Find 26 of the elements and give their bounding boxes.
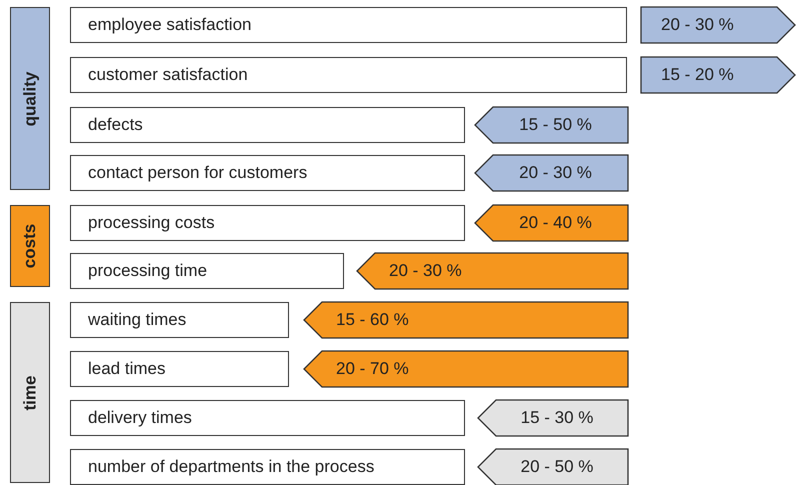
factor-box: customer satisfaction bbox=[70, 57, 627, 93]
factor-box: processing time bbox=[70, 253, 344, 289]
category-label: time bbox=[20, 375, 40, 410]
category-band bbox=[10, 205, 50, 287]
factor-box: lead times bbox=[70, 351, 289, 387]
factor-box: waiting times bbox=[70, 302, 289, 338]
category-band bbox=[10, 302, 50, 483]
factor-box: defects bbox=[70, 107, 465, 143]
percentage-label: 20 - 30 % bbox=[661, 15, 734, 35]
percentage-label: 15 - 60 % bbox=[336, 310, 409, 330]
factor-box: number of departments in the process bbox=[70, 449, 465, 485]
percentage-label: 15 - 30 % bbox=[520, 408, 594, 428]
factor-box: processing costs bbox=[70, 205, 465, 241]
category-label: costs bbox=[20, 224, 40, 268]
factor-box: employee satisfaction bbox=[70, 7, 627, 43]
percentage-label: 20 - 30 % bbox=[519, 163, 592, 183]
percentage-label: 20 - 40 % bbox=[519, 213, 592, 233]
percentage-label: 15 - 20 % bbox=[661, 65, 734, 85]
percentage-label: 15 - 50 % bbox=[519, 115, 592, 135]
percentage-label: 20 - 50 % bbox=[520, 457, 594, 477]
percentage-label: 20 - 30 % bbox=[389, 261, 462, 281]
percentage-label: 20 - 70 % bbox=[336, 359, 409, 379]
factor-box: contact person for customers bbox=[70, 155, 465, 191]
category-label: quality bbox=[20, 71, 40, 126]
factor-box: delivery times bbox=[70, 400, 465, 436]
category-band bbox=[10, 7, 50, 190]
